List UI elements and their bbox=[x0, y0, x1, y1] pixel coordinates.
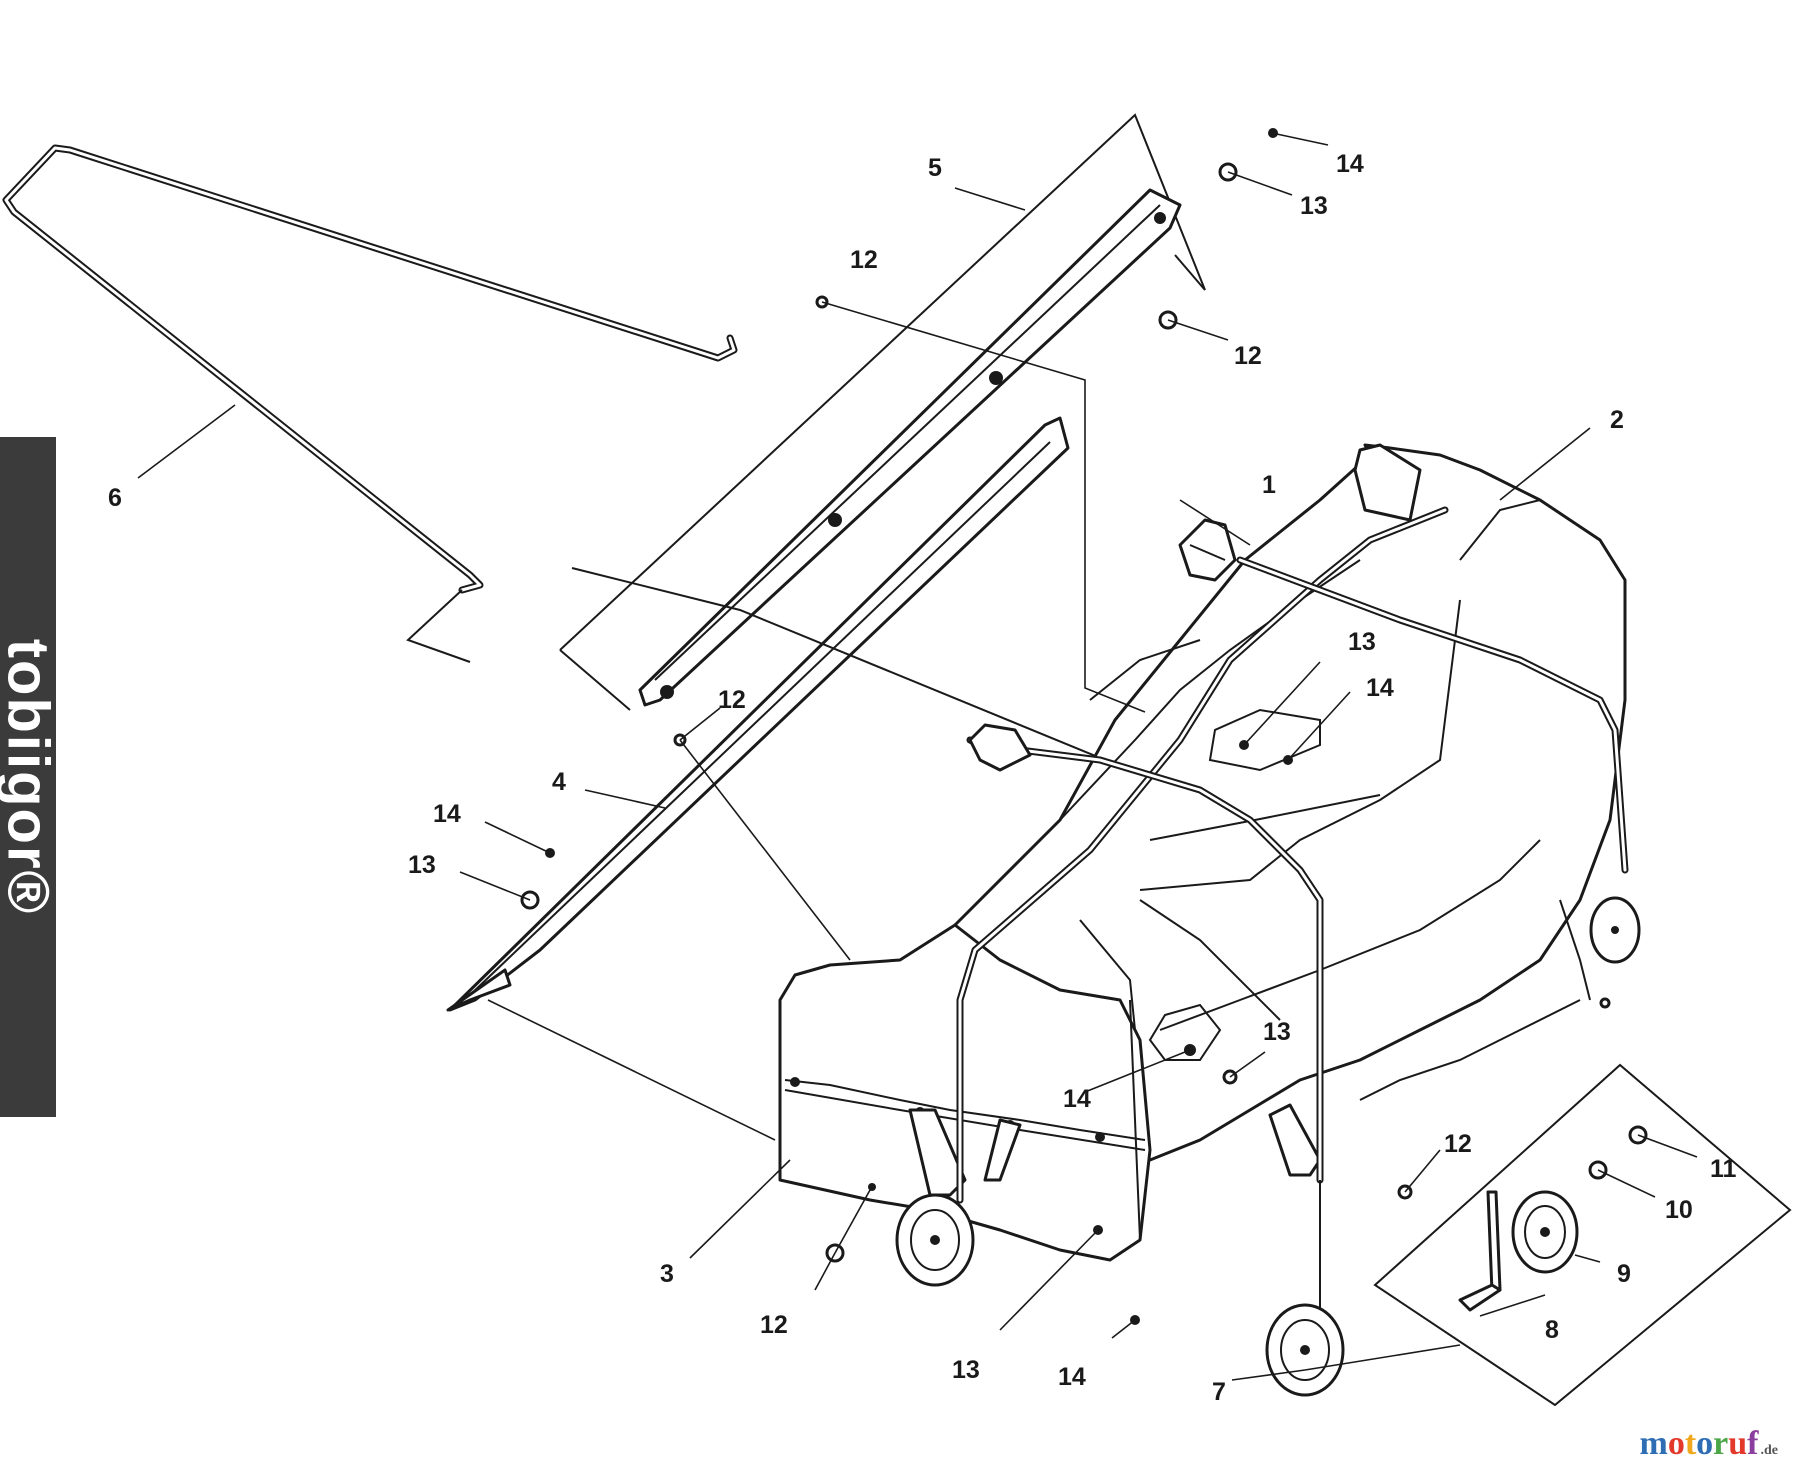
watermark-letter: t bbox=[1684, 1425, 1697, 1462]
watermark-domain: .de bbox=[1760, 1443, 1779, 1458]
callout-14-left: 14 bbox=[433, 800, 461, 828]
watermark-letter: r bbox=[1713, 1425, 1729, 1462]
watermark-letter: m bbox=[1639, 1425, 1668, 1462]
caster-wheel-rear bbox=[1589, 896, 1641, 964]
callout-6: 6 bbox=[108, 484, 122, 512]
callout-12-upper-rail: 12 bbox=[850, 246, 878, 274]
watermark-letter: f bbox=[1747, 1425, 1759, 1462]
callout-10: 10 bbox=[1665, 1196, 1693, 1224]
callout-13-bottom: 13 bbox=[952, 1356, 980, 1384]
part-5-upper-rail bbox=[559, 113, 1206, 711]
part-1-handle-grip bbox=[1178, 518, 1237, 582]
callout-13-bag: 13 bbox=[1348, 628, 1376, 656]
callout-14-front: 14 bbox=[1063, 1085, 1091, 1113]
front-wheel-brackets bbox=[908, 1103, 1322, 1197]
callout-13-front: 13 bbox=[1263, 1018, 1291, 1046]
rear-handle-bracket bbox=[968, 723, 1032, 772]
callout-labels: 1 2 3 4 5 6 7 8 9 10 11 12 12 12 12 12 1… bbox=[108, 150, 1737, 1406]
callout-12-lower-rail: 12 bbox=[718, 686, 746, 714]
callout-12-front-bottom: 12 bbox=[760, 1311, 788, 1339]
callout-12-front-right: 12 bbox=[1444, 1130, 1472, 1158]
callout-3: 3 bbox=[660, 1260, 674, 1288]
wheel-kit-inset bbox=[1373, 1063, 1792, 1407]
watermark-letter: o bbox=[1696, 1425, 1714, 1462]
callout-11: 11 bbox=[1710, 1155, 1737, 1183]
part-6-wire-rod bbox=[2, 144, 738, 663]
callout-8: 8 bbox=[1545, 1316, 1559, 1344]
watermark-logo: motoruf.de bbox=[1640, 1425, 1779, 1463]
callout-9: 9 bbox=[1617, 1260, 1631, 1288]
callout-13-top: 13 bbox=[1300, 192, 1328, 220]
callout-14-bag: 14 bbox=[1366, 674, 1394, 702]
brand-logo-strip: tobiigor® bbox=[0, 437, 56, 1117]
caster-wheel-front-left bbox=[895, 1193, 975, 1287]
callout-2: 2 bbox=[1610, 406, 1624, 434]
callout-1: 1 bbox=[1262, 471, 1276, 499]
part-2-catcher-bag bbox=[953, 443, 1627, 1182]
callout-14-top: 14 bbox=[1336, 150, 1364, 178]
leader-lines bbox=[137, 132, 1698, 1381]
caster-wheel-front-right bbox=[1265, 1180, 1345, 1397]
watermark-letter: u bbox=[1728, 1425, 1748, 1462]
callout-7: 7 bbox=[1212, 1378, 1226, 1406]
callout-13-left: 13 bbox=[408, 851, 436, 879]
callout-4: 4 bbox=[552, 768, 566, 796]
watermark-letter: o bbox=[1667, 1425, 1685, 1462]
callout-5: 5 bbox=[928, 154, 942, 182]
callout-14-bottom: 14 bbox=[1058, 1363, 1086, 1391]
callout-12-right: 12 bbox=[1234, 342, 1262, 370]
